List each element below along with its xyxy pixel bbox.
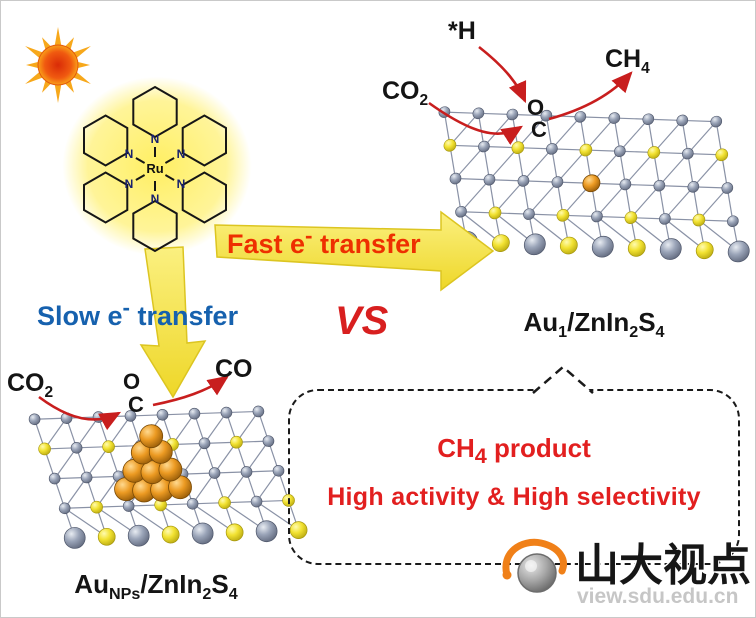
electron-superscript: -	[122, 295, 131, 320]
watermark-url: view.sdu.edu.cn	[577, 585, 739, 608]
catalyst-formula-nanoparticle: AuNPs/ZnIn2S4	[26, 571, 286, 602]
nitrogen-label: N	[177, 177, 186, 191]
fast-electron-transfer-label: Fast e- transfer	[227, 223, 421, 260]
host-text2: S	[211, 569, 229, 599]
host-text: /ZnIn	[567, 307, 630, 337]
co2-text: CO	[7, 369, 45, 397]
sdu-view-logo-icon	[502, 538, 567, 593]
nitrogen-label: N	[125, 177, 134, 191]
ch4-text: CH	[605, 45, 642, 73]
co2-text: CO	[382, 77, 420, 105]
metal-text: Au	[74, 569, 109, 599]
host-text: /ZnIn	[140, 569, 203, 599]
co2-label-bottom: CO2	[7, 371, 53, 401]
oxygen-adsorbate-label-top: O	[527, 95, 545, 120]
host-text2: S	[638, 307, 656, 337]
result-product-text: product	[486, 433, 591, 463]
watermark-name: 山大视点	[575, 541, 751, 590]
nitrogen-label: N	[125, 147, 134, 161]
hydrogen-radical-label: *H	[448, 17, 476, 45]
result-ch-subscript: 4	[474, 443, 487, 469]
lattice-group	[28, 405, 308, 549]
co2-subscript: 2	[419, 92, 429, 109]
result-box: CH4 product High activity & High selecti…	[288, 389, 740, 565]
fast-label-text: Fast e	[227, 229, 306, 259]
host-subscript: 2	[629, 323, 639, 342]
ch4-label: CH4	[605, 47, 650, 77]
gold-atom	[139, 424, 164, 449]
catalyst-formula-single-atom: Au1/ZnIn2S4	[469, 309, 719, 340]
result-ch-text: CH	[437, 433, 475, 463]
host-subscript2: 4	[228, 585, 238, 604]
co2-label-top: CO2	[382, 79, 428, 109]
co-product-label: CO	[215, 355, 253, 383]
host-subscript: 2	[202, 585, 212, 604]
znins-lattice-single-atom	[438, 106, 750, 263]
carbon-adsorbate-label-top: C	[531, 117, 547, 142]
metal-text: Au	[523, 307, 559, 337]
result-line-activity-selectivity: High activity & High selectivity	[327, 483, 701, 512]
ch4-subscript: 4	[641, 60, 650, 77]
nitrogen-label: N	[151, 132, 160, 146]
oxygen-adsorbate-label-bottom: O	[123, 369, 141, 394]
host-subscript2: 4	[655, 323, 665, 342]
co2-subscript: 2	[44, 384, 54, 401]
metal-subscript: 1	[558, 323, 568, 342]
znins-lattice-nanoparticle	[28, 405, 308, 549]
carbon-adsorbate-label-bottom: C	[128, 392, 144, 417]
result-line-ch4-product: CH4 product	[290, 433, 738, 469]
nitrogen-label: N	[177, 147, 186, 161]
slow-electron-transfer-label: Slow e- transfer	[37, 295, 238, 332]
sun-icon	[25, 27, 91, 103]
nitrogen-label: N	[151, 192, 160, 206]
ru-photosensitizer-molecule: N N N N N N Ru	[83, 85, 227, 253]
bipyridine-rings	[83, 85, 227, 253]
fast-label-text2: transfer	[312, 229, 421, 259]
metal-subscript: NPs	[108, 585, 141, 604]
slow-label-text2: transfer	[130, 301, 239, 331]
sun-core	[37, 44, 79, 86]
gold-atom	[582, 174, 601, 193]
electron-superscript: -	[305, 223, 313, 248]
lattice-group	[438, 106, 750, 263]
vs-label: VS	[335, 299, 389, 343]
ruthenium-label: Ru	[146, 161, 163, 176]
slow-label-text: Slow e	[37, 301, 123, 331]
